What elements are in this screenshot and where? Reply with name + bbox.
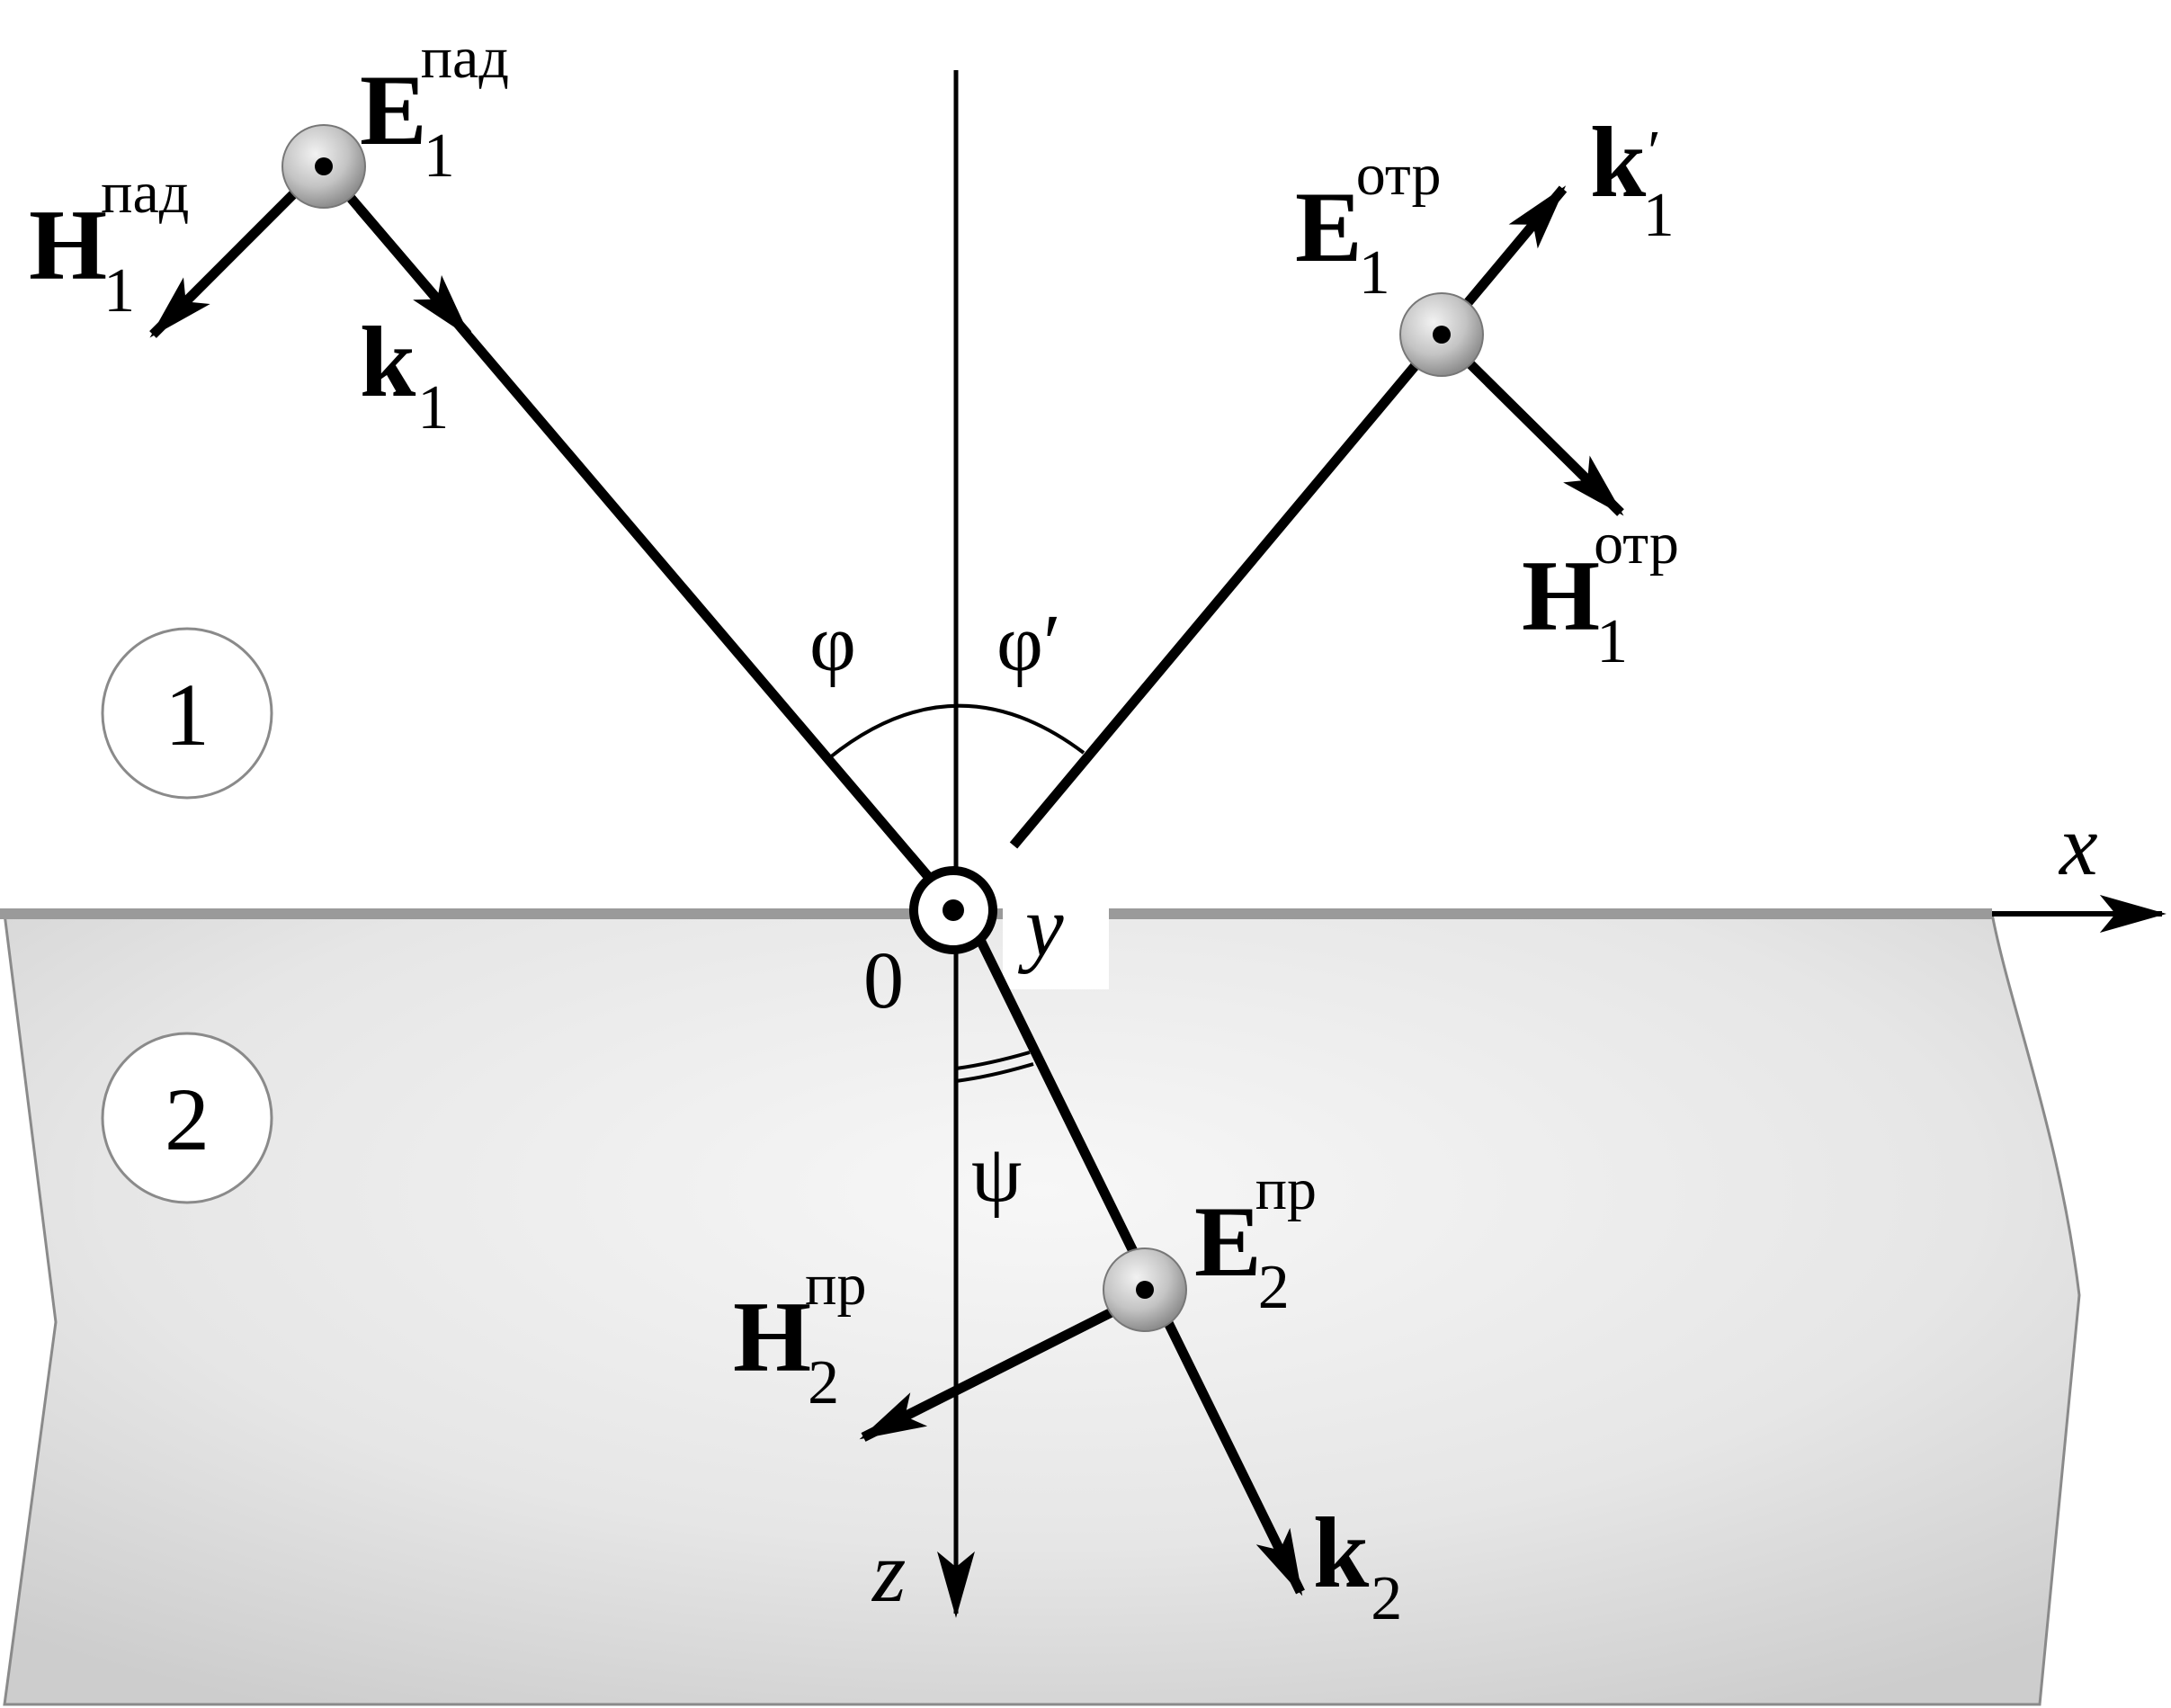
angle-phi-prime-label: φ′ xyxy=(996,599,1061,688)
refraction-angle-arc xyxy=(955,1051,1031,1070)
e1-incident-marker xyxy=(281,124,366,209)
h1-reflected-label: H1отр xyxy=(1522,511,1679,676)
region-1-marker: 1 xyxy=(101,627,273,800)
k1-label: k1 xyxy=(360,307,449,443)
angle-psi-label: ψ xyxy=(971,1130,1022,1219)
reflected-ray xyxy=(1009,334,1443,849)
e1-incident-label: E1пад xyxy=(360,25,509,191)
h1-incident-arrow xyxy=(149,182,306,338)
h1-reflected-arrow xyxy=(1458,352,1624,516)
e1-reflected-label: E1отр xyxy=(1295,142,1441,308)
h1-incident-label: H1пад xyxy=(29,160,189,326)
x-axis-label: x xyxy=(2058,797,2098,893)
k2-label: k2 xyxy=(1313,1498,1402,1633)
incidence-angle-arc xyxy=(828,703,1086,759)
medium-2-region xyxy=(3,912,2081,1706)
y-axis-label: y xyxy=(1017,878,1064,974)
z-axis-label: z xyxy=(871,1524,906,1620)
refraction-angle-arc-2 xyxy=(955,1062,1034,1083)
e2-refracted-label: E2пр xyxy=(1194,1157,1317,1322)
y-label-background xyxy=(1003,868,1109,989)
region-1-label: 1 xyxy=(165,665,210,765)
h2-refracted-label: H2пр xyxy=(733,1252,866,1417)
k1-arrow xyxy=(355,205,472,338)
h2-refracted-arrow xyxy=(859,1307,1116,1442)
k1-prime-label: k′1 xyxy=(1590,107,1675,250)
region-2-label: 2 xyxy=(165,1069,210,1169)
angle-phi-label: φ xyxy=(809,599,856,688)
e1-reflected-marker xyxy=(1399,292,1484,377)
origin-label: 0 xyxy=(863,936,904,1025)
y-axis-origin-marker xyxy=(909,866,997,954)
e2-refracted-marker xyxy=(1103,1247,1187,1332)
region-2-marker: 2 xyxy=(101,1032,273,1204)
